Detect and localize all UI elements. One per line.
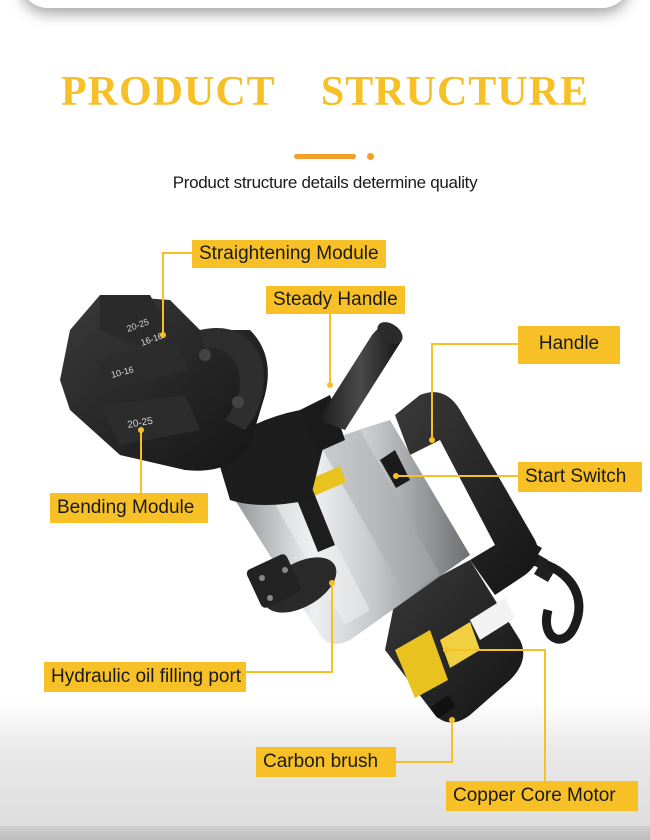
lower-die xyxy=(100,395,200,445)
leader-handle xyxy=(431,343,518,440)
label-carbon-brush: Carbon brush xyxy=(256,747,396,777)
label-handle: Handle xyxy=(518,326,620,364)
caution-sticker xyxy=(440,622,480,668)
bolt xyxy=(282,567,288,573)
info-sticker xyxy=(470,598,515,640)
leader-carbon-brush xyxy=(395,720,453,763)
label-hydraulic-oil-port: Hydraulic oil filling port xyxy=(44,662,246,692)
label-straightening-module: Straightening Module xyxy=(192,240,386,268)
label-bending-module: Bending Module xyxy=(50,493,208,523)
cylinder-label xyxy=(308,466,346,496)
cylinder-fin xyxy=(320,430,440,595)
carbon-brush-cap xyxy=(431,696,455,718)
die-pin xyxy=(232,396,244,408)
bolt xyxy=(267,595,273,601)
warning-label xyxy=(395,630,448,698)
straightening-die-block xyxy=(100,295,170,345)
middle-die xyxy=(95,340,190,390)
die-arc xyxy=(200,328,264,430)
bottom-edge xyxy=(0,826,650,840)
steady-handle-grip xyxy=(318,325,402,430)
rear-handle xyxy=(395,392,539,595)
power-cord xyxy=(519,555,584,644)
start-switch-trigger xyxy=(380,450,410,488)
page-subtitle: Product structure details determine qual… xyxy=(172,173,478,192)
leader-straightening xyxy=(162,252,195,335)
top-panel-shadow xyxy=(20,0,630,8)
label-copper-core-motor: Copper Core Motor xyxy=(446,781,638,811)
die-marking-lower: 20-25 xyxy=(127,416,155,431)
label-start-switch: Start Switch xyxy=(518,462,642,492)
release-lever xyxy=(295,488,335,552)
bolt xyxy=(259,575,265,581)
title-divider-line xyxy=(294,154,356,159)
title-divider-dot xyxy=(367,153,374,160)
oil-port-block xyxy=(246,554,302,608)
label-steady-handle: Steady Handle xyxy=(266,286,405,314)
page-title: PRODUCT STRUCTURE xyxy=(61,69,589,115)
die-pin xyxy=(199,349,211,361)
leader-oil-port xyxy=(245,583,333,673)
steady-handle-end xyxy=(377,322,403,344)
leader-motor xyxy=(446,649,546,783)
